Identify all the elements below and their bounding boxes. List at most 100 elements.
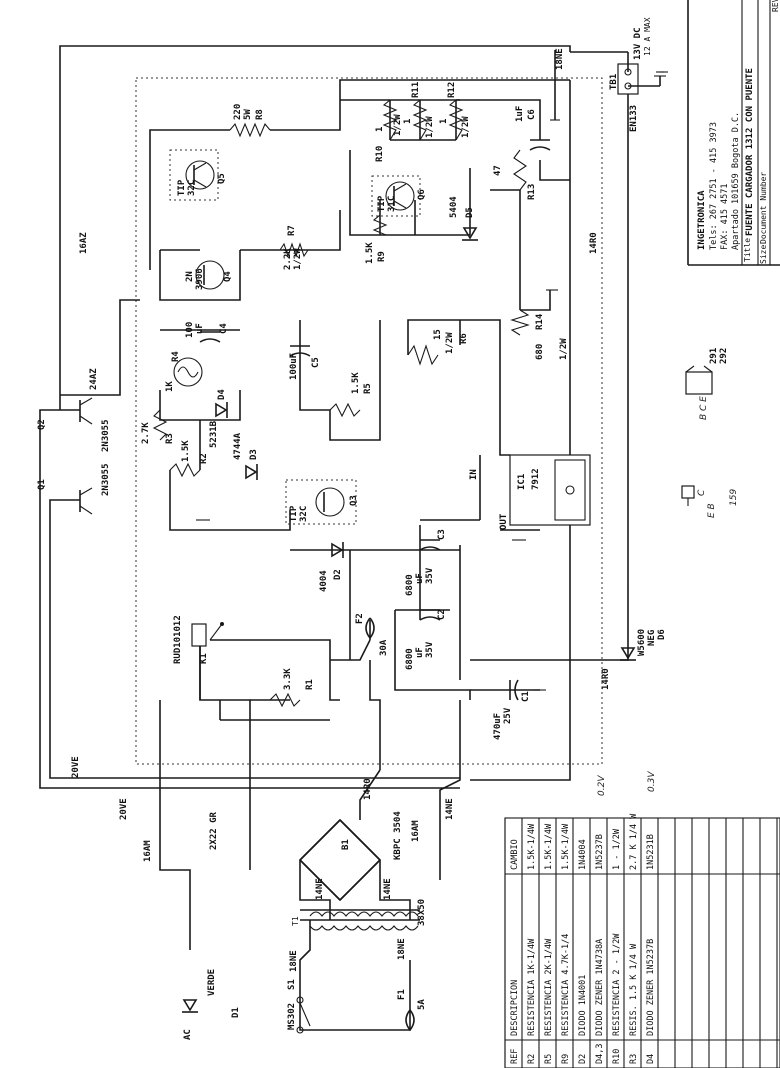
- zener-d3: 4744A D3: [233, 432, 259, 480]
- svg-text:1.5K: 1.5K: [351, 372, 361, 394]
- svg-text:C: C: [697, 489, 707, 496]
- svg-text:VERDE: VERDE: [207, 969, 217, 996]
- fuse-f2: F2 30A: [355, 613, 389, 656]
- svg-text:R6: R6: [459, 333, 469, 344]
- svg-text:220: 220: [233, 104, 243, 120]
- svg-text:D1: D1: [231, 1007, 241, 1018]
- table-cell-ref: R2: [527, 1054, 537, 1064]
- svg-text:4744A: 4744A: [233, 432, 243, 460]
- svg-text:1/2W: 1/2W: [425, 116, 435, 138]
- zener-d4: D4 5231B: [209, 389, 228, 448]
- table-cell-cambio: 1N5237B: [595, 834, 605, 870]
- svg-text:3906: 3906: [195, 268, 205, 290]
- svg-text:Q2: Q2: [37, 419, 47, 430]
- transistor-q6: TIP 31C Q6: [371, 175, 427, 217]
- svg-text:25V: 25V: [503, 707, 513, 724]
- svg-text:R11: R11: [411, 82, 421, 98]
- svg-text:2.2K: 2.2K: [283, 248, 293, 270]
- table-cell-cambio: 1N4004: [578, 839, 588, 870]
- capacitor-c5: 100uF C5: [289, 345, 321, 380]
- size-label: Size: [759, 245, 768, 264]
- resistor-r1: 3.3K R1: [269, 668, 315, 708]
- svg-text:47: 47: [493, 165, 503, 176]
- svg-text:R10: R10: [375, 146, 385, 162]
- svg-text:5W: 5W: [243, 109, 253, 120]
- rev-label: REV: [771, 0, 780, 12]
- resistor-r14: 680 R14 1/2W: [510, 309, 569, 360]
- svg-text:1: 1: [439, 119, 449, 124]
- pinout-159: C E B 159: [681, 485, 739, 518]
- svg-text:R5: R5: [363, 383, 373, 394]
- svg-text:R1: R1: [305, 679, 315, 690]
- svg-text:Q5: Q5: [217, 173, 227, 184]
- svg-text:C4: C4: [219, 323, 229, 334]
- svg-text:R9: R9: [377, 251, 387, 262]
- regulator-ic1: IC1 7912 IN OUT: [469, 454, 591, 530]
- table-cell-cambio: 1.5K-1/4W: [527, 823, 537, 870]
- svg-text:31C: 31C: [387, 196, 397, 212]
- fuse-f1: F1 5A: [397, 989, 427, 1032]
- svg-text:100: 100: [185, 322, 195, 338]
- svg-text:D2: D2: [333, 569, 343, 580]
- svg-text:1/2W: 1/2W: [293, 248, 303, 270]
- resistor-r13: 47 R13: [493, 149, 537, 200]
- main-wires: 16AZ 20VE 20VE 24AZ 14R0 18NE: [39, 45, 629, 1031]
- diode-d2: 4004 D2: [319, 542, 344, 592]
- svg-text:15: 15: [433, 329, 443, 340]
- table-cell-descripcion: DIODO 1N4001: [578, 975, 588, 1036]
- svg-text:R8: R8: [255, 109, 265, 120]
- annotations: 0.2V 0.3V: [597, 771, 657, 796]
- svg-text:R12: R12: [447, 82, 457, 98]
- svg-text:B1: B1: [341, 839, 351, 850]
- t1-ref: T1: [291, 916, 300, 926]
- transistor-q1: Q1 2N3055: [37, 463, 111, 515]
- table-cell-descripcion: RESISTENCIA 1K-1/4W: [527, 938, 537, 1036]
- resistor-r9: 1.5K R9: [365, 214, 388, 264]
- svg-text:C5: C5: [311, 357, 321, 368]
- company-tel: Tels: 267 2751 - 415 3973: [709, 122, 719, 250]
- table-header-cambio: CAMBIO: [510, 839, 520, 870]
- svg-text:Q6: Q6: [417, 189, 427, 200]
- transformer-t1: [309, 911, 419, 931]
- output-wire: EN133: [629, 105, 639, 132]
- svg-text:1: 1: [375, 127, 385, 132]
- led-d1: VERDE D1 AC: [182, 969, 241, 1040]
- svg-text:IC1: IC1: [517, 474, 527, 490]
- resistor-r6: 15 1/2W R6: [407, 329, 469, 366]
- table-cell-ref: D4: [646, 1054, 656, 1064]
- thermistor-r4: R4 1K: [165, 351, 203, 392]
- switch-s1: S1 MS302: [287, 979, 311, 1034]
- svg-text:Q1: Q1: [37, 479, 47, 490]
- svg-text:1.5K: 1.5K: [365, 242, 375, 264]
- pinout-291: 291 292 B C E: [685, 348, 729, 420]
- table-cell-descripcion: RESISTENCIA 2K-1/4W: [544, 938, 554, 1036]
- company-fax: FAX: 415 4571: [720, 183, 730, 250]
- svg-text:R3: R3: [165, 433, 175, 444]
- table-cell-ref: D2: [578, 1054, 588, 1064]
- wire-18ne-top: 18NE: [555, 48, 565, 70]
- wire-2x22: 2X22 GR: [209, 811, 219, 850]
- svg-text:S1: S1: [287, 979, 297, 990]
- table-cell-descripcion: RESIS. 1.5 K 1/4 W: [629, 943, 639, 1036]
- svg-text:1K: 1K: [165, 381, 175, 392]
- svg-text:AC: AC: [183, 1029, 193, 1040]
- svg-text:32C: 32C: [299, 506, 309, 522]
- diode-d5: 5404 D5: [449, 196, 478, 241]
- svg-text:1.5K: 1.5K: [181, 440, 191, 462]
- svg-text:7912: 7912: [531, 468, 541, 490]
- title-block: INGETRONICA Tels: 267 2751 - 415 3973 FA…: [687, 0, 780, 266]
- svg-text:TIP: TIP: [377, 195, 387, 212]
- wire-16am-a: 16AM: [143, 840, 153, 862]
- svg-text:K1: K1: [199, 653, 209, 664]
- svg-text:0.3V: 0.3V: [647, 771, 657, 792]
- resistor-r10: R10 1 1/2W: [375, 99, 403, 162]
- svg-text:KBPC 3504: KBPC 3504: [393, 811, 403, 860]
- pcb-boundary: [135, 77, 603, 765]
- company-address: Apartado 101659 Bogota D.C.: [731, 112, 741, 250]
- table-cell-descripcion: RESISTENCIA 2 - 1/2W: [612, 933, 622, 1036]
- wire-18ne-b: 18NE: [397, 938, 407, 960]
- wire-18ne-a: 18NE: [289, 950, 299, 972]
- svg-text:100uF: 100uF: [289, 353, 299, 380]
